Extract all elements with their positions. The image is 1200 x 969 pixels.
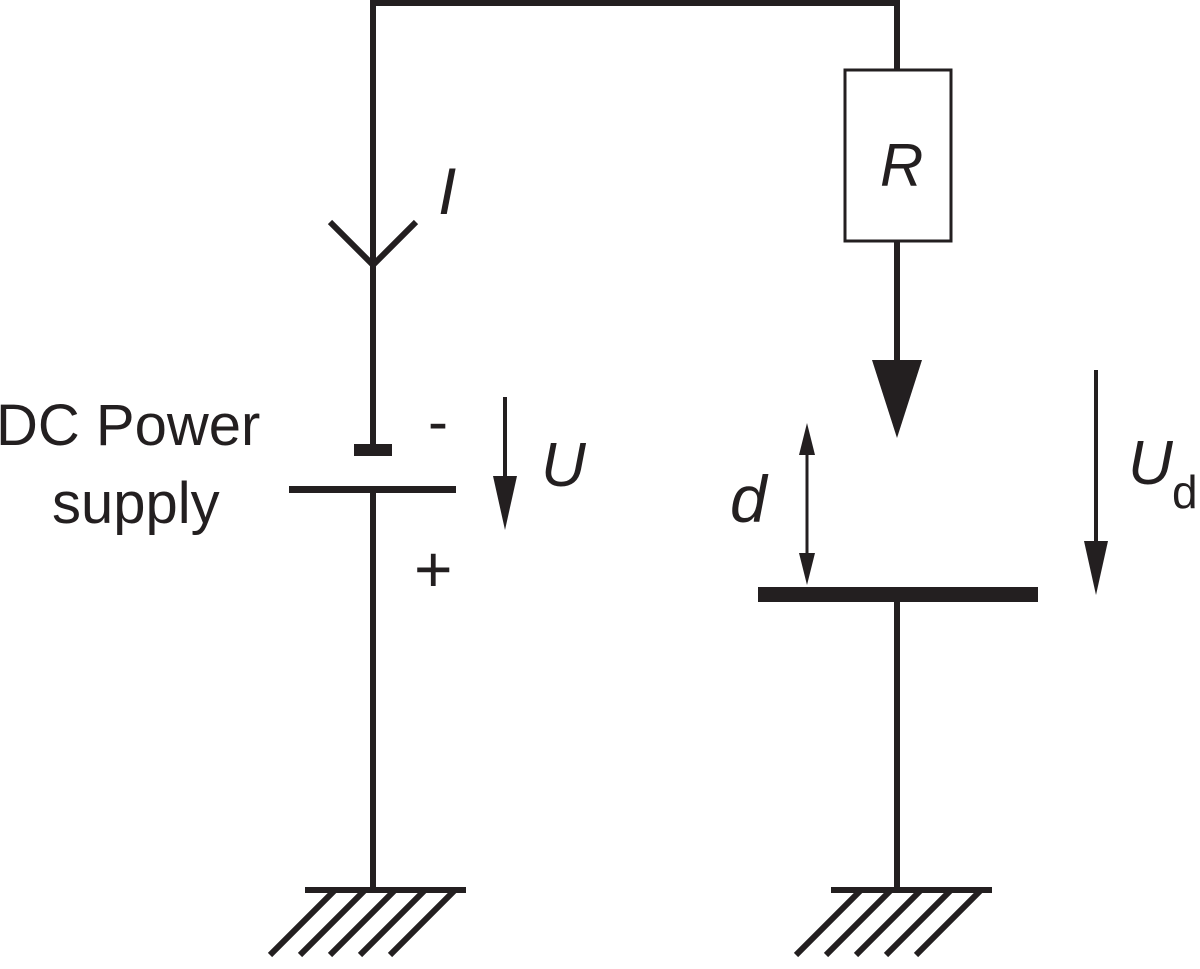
current-label: I — [438, 154, 456, 228]
resistor-label: R — [880, 132, 923, 199]
gap-label: d — [730, 462, 769, 536]
current-arrow — [327, 219, 419, 270]
plus-sign: + — [414, 532, 453, 606]
right-ground-symbol — [793, 887, 992, 958]
voltage-arrowhead — [493, 476, 517, 530]
gap-voltage-label: U — [1128, 429, 1174, 498]
supply-label-line2: supply — [52, 471, 220, 536]
supply-negative-plate — [354, 444, 392, 456]
minus-sign: - — [428, 388, 448, 455]
supply-positive-plate — [289, 486, 456, 493]
supply-label-line1: DC Power — [0, 393, 260, 458]
gap-voltage-subscript: d — [1172, 466, 1198, 518]
top-wire — [370, 0, 900, 450]
ground-plate — [758, 587, 1038, 602]
discharge-arrow — [872, 360, 922, 438]
voltage-label: U — [541, 431, 587, 500]
resistor-box — [843, 68, 953, 243]
gap-arrowhead-bottom — [799, 553, 815, 585]
gap-arrowhead-top — [799, 423, 815, 455]
gap-voltage-arrowhead — [1084, 541, 1108, 595]
left-ground-symbol — [267, 887, 466, 958]
